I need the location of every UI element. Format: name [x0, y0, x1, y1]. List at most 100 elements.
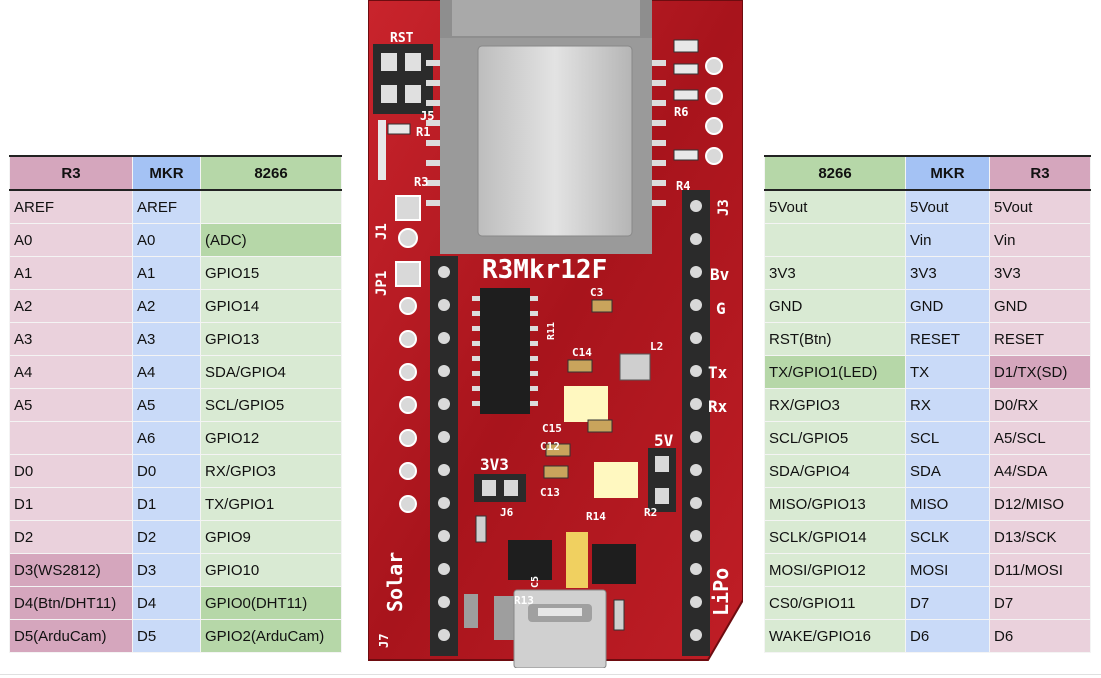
header-pin [438, 464, 450, 476]
silk-c3: C3 [590, 286, 603, 299]
left-cell-b: A3 [132, 322, 201, 356]
left-cell-b: A5 [132, 388, 201, 422]
header-pin [690, 398, 702, 410]
left-cell-c: GPIO0(DHT11) [200, 586, 342, 620]
header-pin [438, 398, 450, 410]
right-header-r3: R3 [989, 155, 1091, 191]
left-cell-c: SDA/GPIO4 [200, 355, 342, 389]
silk-j3: J3 [716, 199, 732, 216]
header-pin [690, 596, 702, 608]
left-cell-a: A2 [9, 289, 133, 323]
outer-pad [399, 429, 417, 447]
jumper-3v3 [474, 474, 526, 502]
left-cell-b: A2 [132, 289, 201, 323]
right-cell-b: Vin [905, 223, 990, 257]
ic-pin [472, 296, 480, 301]
header-pin [438, 332, 450, 344]
top-right-components [378, 39, 723, 180]
ic-pin [530, 371, 538, 376]
right-cell-c: A5/SCL [989, 421, 1091, 455]
right-cell-b: MISO [905, 487, 990, 521]
silk-bv: Bv [710, 265, 730, 284]
silk-c13: C13 [540, 486, 560, 499]
silk-r6: R6 [674, 105, 688, 119]
outer-pad [399, 396, 417, 414]
left-cell-a: D1 [9, 487, 133, 521]
right-cell-a: TX/GPIO1(LED) [764, 355, 906, 389]
pin-header-body [682, 190, 710, 656]
ic-pin [530, 401, 538, 406]
ic-pin [472, 326, 480, 331]
right-cell-a: MISO/GPIO13 [764, 487, 906, 521]
left-header-r3: R3 [9, 155, 133, 191]
right-cell-a: 3V3 [764, 256, 906, 290]
ic-pin [472, 386, 480, 391]
left-pin-header [399, 256, 458, 656]
header-pin [438, 266, 450, 278]
header-pin [438, 497, 450, 509]
outer-pad [399, 297, 417, 315]
silk-r13: R13 [514, 594, 534, 607]
right-cell-c: D11/MOSI [989, 553, 1091, 587]
silk-jp1: JP1 [374, 271, 390, 296]
right-cell-a: SCLK/GPIO14 [764, 520, 906, 554]
right-cell-b: SCLK [905, 520, 990, 554]
header-pin [690, 365, 702, 377]
left-cell-c: SCL/GPIO5 [200, 388, 342, 422]
left-cell-a: AREF [9, 189, 133, 224]
ic-pin [530, 356, 538, 361]
right-cell-c: D13/SCK [989, 520, 1091, 554]
left-cell-a [9, 421, 133, 455]
silk-c15: C15 [542, 422, 562, 435]
header-pin [690, 563, 702, 575]
right-cell-a: SDA/GPIO4 [764, 454, 906, 488]
ic-pin [472, 401, 480, 406]
left-cell-a: A3 [9, 322, 133, 356]
silk-r1: R1 [416, 125, 430, 139]
right-cell-c: GND [989, 289, 1091, 323]
silk-r14: R14 [586, 510, 606, 523]
header-pin [690, 332, 702, 344]
board-svg: R3Mkr12F RST J5 R1 R3 R6 R4 J3 J1 JP1 C3… [367, 0, 744, 669]
left-cell-c: (ADC) [200, 223, 342, 257]
silk-gnd: G [716, 299, 726, 318]
silk-j1: J1 [374, 223, 390, 240]
left-cell-c: GPIO13 [200, 322, 342, 356]
right-cell-c: D1/TX(SD) [989, 355, 1091, 389]
header-pin [690, 266, 702, 278]
header-pin [438, 563, 450, 575]
silk-r4: R4 [676, 179, 690, 193]
left-cell-b: A4 [132, 355, 201, 389]
left-cell-b: D0 [132, 454, 201, 488]
silk-j5: J5 [420, 109, 434, 123]
right-cell-b: GND [905, 289, 990, 323]
ic-chip [480, 288, 530, 414]
silk-c5: C5 [530, 576, 541, 588]
left-cell-b: A0 [132, 223, 201, 257]
left-cell-c: GPIO12 [200, 421, 342, 455]
jumper-5v [648, 448, 676, 512]
left-cell-a: A0 [9, 223, 133, 257]
silk-j6: J6 [500, 506, 514, 519]
left-header-mkr: MKR [132, 155, 201, 191]
left-cell-c: TX/GPIO1 [200, 487, 342, 521]
right-cell-a: SCL/GPIO5 [764, 421, 906, 455]
left-cell-a: D2 [9, 520, 133, 554]
header-pin [690, 431, 702, 443]
right-cell-b: RESET [905, 322, 990, 356]
silk-r11: R11 [546, 322, 557, 340]
right-cell-c: D6 [989, 619, 1091, 653]
